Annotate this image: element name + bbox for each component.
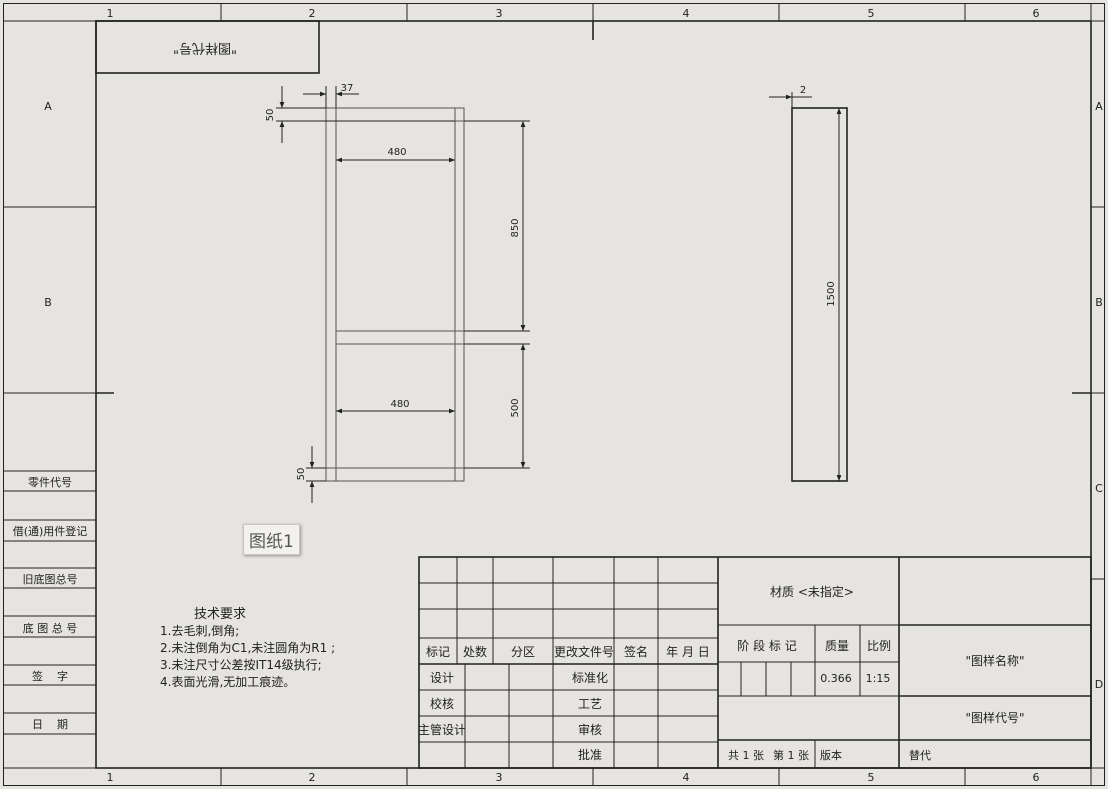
column-labels-top: 1 2 3 4 5 6 bbox=[107, 7, 1040, 20]
col-label: 1 bbox=[107, 771, 114, 784]
header-date: 年 月 日 bbox=[666, 645, 710, 659]
dim-label-500: 500 bbox=[510, 398, 521, 417]
drawing-name: "图样名称" bbox=[965, 653, 1024, 668]
label-check: 校核 bbox=[430, 696, 454, 711]
old-base-no-label: 旧底图总号 bbox=[23, 572, 78, 586]
tech-req-item: 4.表面光滑,无加工痕迹。 bbox=[160, 675, 296, 689]
sheet-number: 第 1 张 bbox=[773, 748, 809, 762]
label-chief-design: 主管设计 bbox=[418, 722, 466, 737]
column-dividers bbox=[220, 3, 1105, 786]
material-text: 材质 <未指定> bbox=[770, 584, 854, 599]
col-label: 5 bbox=[868, 771, 875, 784]
title-block-text: 标记 处数 分区 更改文件号 签名 年 月 日 设计 校核 主管设计 标准化 工… bbox=[418, 584, 1025, 762]
col-label: 5 bbox=[868, 7, 875, 20]
left-column-grid bbox=[3, 206, 96, 735]
col-label: 4 bbox=[683, 7, 690, 20]
date-label: 日 期 bbox=[32, 718, 68, 731]
col-label: 6 bbox=[1033, 7, 1040, 20]
tech-req-title: 技术要求 bbox=[194, 607, 247, 622]
tech-req-item: 2.未注倒角为C1,未注圆角为R1 ; bbox=[160, 641, 336, 655]
version-label: 版本 bbox=[820, 748, 842, 762]
col-label: 2 bbox=[309, 771, 316, 784]
mass-value: 0.366 bbox=[820, 672, 852, 685]
frame-view: 37 50 480 850 480 500 50 bbox=[265, 83, 530, 503]
tech-req-item: 3.未注尺寸公差按IT14级执行; bbox=[160, 658, 322, 672]
top-left-code-box bbox=[95, 20, 320, 74]
dim-label-37: 37 bbox=[341, 83, 354, 94]
tech-req-item: 1.去毛刺,倒角; bbox=[160, 624, 240, 638]
label-process: 工艺 bbox=[578, 697, 602, 711]
side-outline bbox=[791, 107, 848, 482]
col-label: 3 bbox=[496, 771, 503, 784]
header-change-doc: 更改文件号 bbox=[554, 644, 614, 659]
signature-label: 签 字 bbox=[32, 669, 68, 683]
borrowed-part-label: 借(通)用件登记 bbox=[13, 524, 88, 538]
outer-border bbox=[3, 3, 1105, 786]
dim-label-50-top: 50 bbox=[265, 109, 276, 122]
row-label: B bbox=[1095, 296, 1103, 309]
technical-requirements: 技术要求 1.去毛刺,倒角; 2.未注倒角为C1,未注圆角为R1 ; 3.未注尺… bbox=[160, 606, 335, 691]
scale-label: 比例 bbox=[867, 639, 891, 653]
col-label: 2 bbox=[309, 7, 316, 20]
col-label: 1 bbox=[107, 7, 114, 20]
sheets-total: 共 1 张 bbox=[728, 749, 764, 762]
row-labels-left: A B bbox=[44, 100, 52, 309]
scale-value: 1:15 bbox=[866, 672, 891, 685]
header-zone: 分区 bbox=[511, 645, 535, 659]
row-labels-right: A B C D bbox=[1095, 100, 1103, 691]
dim-label-480-lower: 480 bbox=[390, 399, 409, 410]
top-left-code-text: "图样代号" bbox=[173, 40, 237, 55]
left-column-labels: 零件代号 借(通)用件登记 旧底图总号 底 图 总 号 签 字 日 期 bbox=[13, 476, 88, 731]
label-review: 审核 bbox=[578, 722, 602, 737]
frame-outline bbox=[325, 107, 465, 482]
row-label: B bbox=[44, 296, 52, 309]
dim-label-1500: 1500 bbox=[826, 281, 837, 306]
header-count: 处数 bbox=[463, 644, 487, 659]
label-design: 设计 bbox=[430, 671, 454, 685]
label-approve: 批准 bbox=[578, 747, 602, 762]
dim-label-850: 850 bbox=[510, 218, 521, 237]
header-signature: 签名 bbox=[624, 644, 648, 659]
col-label: 6 bbox=[1033, 771, 1040, 784]
part-code-label: 零件代号 bbox=[28, 476, 72, 489]
row-label: D bbox=[1095, 678, 1103, 691]
col-label: 4 bbox=[683, 771, 690, 784]
row-label: C bbox=[1095, 482, 1103, 495]
sheet-tab-label[interactable]: 图纸1 bbox=[243, 524, 300, 555]
drawing-code: "图样代号" bbox=[965, 710, 1024, 725]
title-block bbox=[418, 556, 1092, 769]
header-mark: 标记 bbox=[426, 645, 450, 659]
side-view: 2 1500 bbox=[769, 85, 848, 482]
base-no-label: 底 图 总 号 bbox=[23, 621, 78, 635]
column-labels-bottom: 1 2 3 4 5 6 bbox=[107, 771, 1040, 784]
dim-label-2: 2 bbox=[800, 85, 806, 96]
row-label: A bbox=[44, 100, 52, 113]
dim-label-50-bottom: 50 bbox=[296, 468, 307, 481]
stage-mark-label: 阶 段 标 记 bbox=[737, 638, 796, 653]
mass-label: 质量 bbox=[825, 639, 849, 653]
label-standard: 标准化 bbox=[572, 671, 608, 685]
dim-label-480-upper: 480 bbox=[387, 147, 406, 158]
replace-label: 替代 bbox=[909, 748, 931, 762]
col-label: 3 bbox=[496, 7, 503, 20]
row-label: A bbox=[1095, 100, 1103, 113]
